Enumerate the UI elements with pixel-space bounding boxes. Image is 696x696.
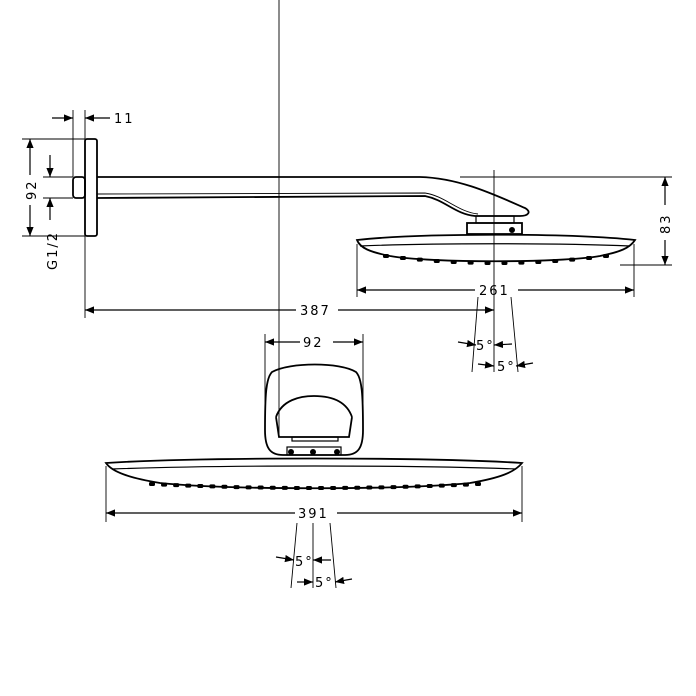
nozzle (433, 258, 440, 263)
shower-head-side (355, 233, 637, 263)
nozzles-side (383, 254, 609, 265)
nozzle (399, 255, 406, 260)
front-view: 92 391 5° 5° (104, 0, 524, 591)
dim-head-height: 83 (659, 213, 674, 234)
nozzle (269, 485, 276, 490)
dim-head-width-side: 261 (479, 284, 510, 299)
side-view: 11 92 G1/2 387 83 261 (22, 110, 674, 375)
nozzle (383, 254, 389, 258)
nozzle (414, 484, 421, 489)
angle-side-bottom: 5° (497, 360, 516, 375)
nozzle (161, 482, 168, 487)
nozzle (173, 483, 180, 488)
dim-head-width-front: 391 (298, 507, 329, 522)
nozzle (402, 484, 409, 489)
nozzle (354, 485, 361, 490)
nozzle (233, 485, 240, 490)
wall-bracket (264, 363, 364, 456)
angle-front-top: 5° (295, 555, 314, 570)
nozzle (185, 483, 192, 488)
bracket-arch (275, 395, 353, 438)
dim-plate-height: 92 (25, 179, 40, 200)
shower-head-front (104, 457, 524, 490)
nozzle (416, 257, 423, 262)
nozzle (450, 259, 457, 264)
nozzles-front (149, 482, 481, 490)
dim-bracket-width: 92 (303, 336, 324, 351)
head-connector (475, 215, 515, 224)
nozzle (257, 485, 264, 490)
shower-arm (96, 176, 530, 217)
dim-plate-depth: 11 (114, 112, 135, 127)
dim-thread: G1/2 (46, 231, 61, 270)
angle-side-top: 5° (476, 339, 495, 354)
nozzle (475, 482, 481, 486)
nozzle (305, 485, 312, 490)
nozzle (390, 485, 397, 490)
angle-front-bottom: 5° (315, 576, 334, 591)
nozzle (318, 485, 325, 490)
nozzle (366, 485, 373, 490)
nozzle (586, 255, 593, 260)
nozzle (281, 485, 288, 490)
nozzle (450, 483, 457, 488)
nozzle (518, 260, 525, 265)
nozzle (467, 260, 474, 265)
nozzle (221, 484, 228, 489)
nozzle (484, 260, 491, 265)
nozzle (149, 482, 155, 486)
thread-nipple (72, 176, 86, 199)
nozzle (569, 257, 576, 262)
nozzle (462, 482, 469, 487)
nozzle (342, 485, 349, 490)
nozzle (209, 484, 216, 489)
nozzle (603, 254, 609, 258)
nozzle (330, 485, 337, 490)
nozzle (535, 259, 542, 264)
nozzle (293, 485, 300, 490)
nozzle (378, 485, 385, 490)
nozzle (197, 484, 204, 489)
nozzle (245, 485, 252, 490)
nozzle (438, 483, 445, 488)
nozzle (552, 258, 559, 263)
nozzle (426, 484, 433, 489)
wall-plate (84, 138, 98, 237)
nozzle (501, 260, 508, 265)
dim-projection: 387 (300, 304, 331, 319)
